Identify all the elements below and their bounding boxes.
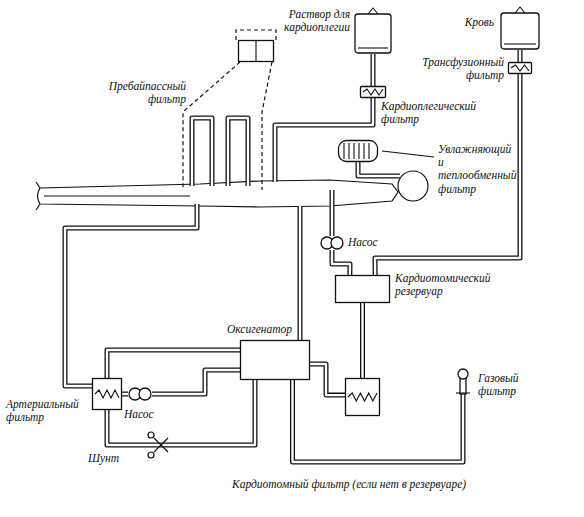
tube-lumen [332,250,350,275]
leader-line [382,151,434,157]
device-shape [335,275,390,303]
device-label: Пребайпассный фильтр [98,80,186,106]
tubing [65,98,400,445]
device-node: Трансфузионный фильтр [508,62,532,74]
tube-wall [310,364,345,395]
device-label: Трансфузионный фильтр [418,56,504,82]
tube-connector [375,74,520,275]
device-shape [455,368,471,394]
device-label: Увлажняющий и теплообменный фильтр [438,143,516,196]
device-label: Кардиотомический резервуар [395,272,515,298]
device-shape [240,340,310,380]
tube-connector [107,350,240,378]
tube-lumen [361,303,363,378]
tube-lumen [519,50,521,62]
device-label: Насос [124,408,164,421]
device-node: Артериальный фильтр [92,378,122,410]
device-node: Раствор для кардиоплегии [354,6,392,54]
tube-lumen [122,393,128,395]
tube-wall [152,370,240,394]
device-shape [345,378,380,416]
tube-wall [375,74,520,275]
device-node: Пребайпассный фильтр [238,40,274,62]
device-shape [338,140,378,162]
device-shape [500,5,540,50]
device-label: Кардиоплегический фильтр [381,100,481,126]
device-shape [354,6,392,54]
device-label: Артериальный фильтр [6,398,90,424]
tube-lumen [310,364,345,395]
tube-lumen [372,54,374,86]
device-shape [92,378,122,410]
tube-connector [310,364,345,395]
tube-lumen [152,370,240,394]
device-label: Кровь [446,16,494,29]
tube-connector [373,54,374,86]
device-shape [508,62,532,74]
prebypass-dashes [183,30,276,190]
tube-connector [332,250,350,275]
shunt-label: Шунт [88,452,128,465]
device-node: Кардиотомический резервуар [335,275,390,303]
tube-connector [122,394,128,395]
tube-wall [107,350,240,378]
tube-lumen [107,350,240,378]
tube-wall [122,392,128,397]
device-node: Кровь [500,5,540,50]
device-node: Насос [128,387,152,401]
tube-wall [518,50,523,62]
device-label: Кардиотомный фильтр (если нет в резервуа… [232,478,532,491]
device-node: Кардиоплегический фильтр [360,86,386,98]
tube-connector [362,303,363,378]
device-node: Газовый фильтр [455,368,471,394]
device-shape [360,86,386,98]
device-label: Раствор для кардиоплегии [262,8,350,34]
device-node: Оксигенатор [240,340,310,380]
device-label: Оксигенатор [196,323,292,336]
shunt-clamp [148,432,168,458]
tube-connector [520,50,521,62]
tube-lumen [375,74,520,275]
tube-wall [371,54,376,86]
device-shape [128,387,152,401]
device-label: Газовый фильтр [478,372,548,398]
device-shape [238,40,274,62]
tube-connector [152,370,240,394]
device-shape [320,236,344,250]
device-node: Насос [320,236,344,250]
device-node: Кардиотомный фильтр (если нет в резервуа… [345,378,380,416]
device-node: Увлажняющий и теплообменный фильтр [338,140,378,162]
tube-wall [360,303,365,378]
device-label: Насос [348,236,388,249]
tube-wall [332,250,350,275]
